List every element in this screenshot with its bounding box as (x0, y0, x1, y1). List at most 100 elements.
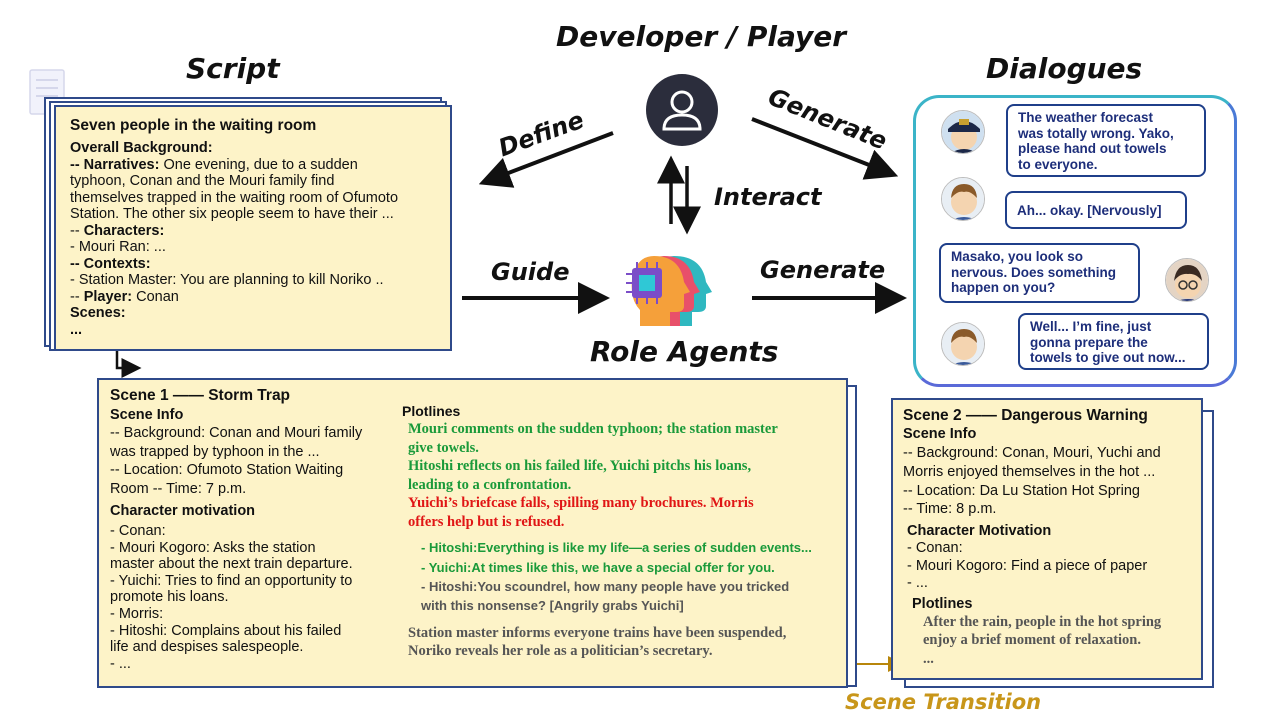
plotline-gray: Station master informs everyone trains h… (408, 624, 787, 641)
scene1-location: -- Location: Ofumoto Station Waiting (110, 462, 344, 478)
conan-avatar (1165, 258, 1209, 302)
bubble-text: gonna prepare the (1030, 334, 1148, 350)
scene2-time: -- Time: 8 p.m. (903, 501, 997, 518)
dialogue-line: - Hitoshi:You scoundrel, how many people… (421, 579, 790, 594)
bubble-text: Ah... okay. [Nervously] (1017, 203, 1162, 218)
plotline-red: offers help but is refused. (408, 513, 565, 530)
player-value: Conan (132, 288, 179, 305)
plotline-gray: enjoy a brief moment of relaxation. (923, 632, 1141, 649)
dialogues-heading: Dialogues (986, 52, 1143, 85)
define-arrow (478, 131, 614, 188)
scene1-background: -- Background: Conan and Mouri family (110, 425, 363, 441)
scene1-left-column: Scene 1 —— Storm Trap Scene Info -- Back… (110, 386, 400, 672)
characters-label: Characters: (83, 222, 165, 239)
narratives-text: themselves trapped in the waiting room o… (70, 189, 399, 206)
scene2-title: Scene 2 —— Dangerous Warning (903, 407, 1148, 424)
scenes-value: ... (70, 321, 83, 338)
character-entry: - Mouri Ran: ... (70, 239, 166, 255)
bubble-text: was totally wrong. Yako, (1018, 125, 1174, 141)
dialogue-bubble: The weather forecast was totally wrong. … (1006, 104, 1206, 177)
motivation-entry: - ... (110, 655, 131, 672)
scene1-background: was trapped by typhoon in the ... (110, 443, 320, 460)
narratives-text: One evening, due to a sudden (159, 156, 358, 173)
scene1-motivation-label: Character motivation (110, 503, 256, 519)
station-master-avatar (941, 110, 985, 154)
generate-mid-label: Generate (760, 256, 886, 284)
script-to-scene-arrow (115, 350, 142, 378)
scene2-location: -- Location: Da Lu Station Hot Spring (903, 482, 1140, 499)
developer-player-heading: Developer / Player (556, 20, 847, 53)
motivation-entry: master about the next train departure. (110, 556, 353, 573)
scene1-title: Scene 1 —— Storm Trap (110, 387, 291, 404)
dialogue-bubble: Ah... okay. [Nervously] (1005, 191, 1187, 229)
bubble-text: Masako, you look so (951, 249, 1084, 264)
scene1-card: Scene 1 —— Storm Trap Scene Info -- Back… (97, 378, 848, 688)
motivation-entry: promote his loans. (110, 589, 229, 606)
interact-label: Interact (714, 183, 822, 211)
scene1-info-label: Scene Info (110, 407, 184, 423)
plotline-green: leading to a confrontation. (408, 476, 572, 493)
motivation-entry: - Mouri Kogoro: Asks the station (110, 539, 316, 556)
plotline-red: Yuichi’s briefcase falls, spilling many … (408, 495, 754, 511)
motivation-entry: - Conan: (907, 540, 963, 557)
dialogue-bubble: Masako, you look so nervous. Does someth… (939, 243, 1140, 303)
bubble-text: please hand out towels (1018, 141, 1167, 156)
plotline-green: give towels. (408, 439, 479, 456)
context-entry: - Station Master: You are planning to ki… (70, 272, 384, 288)
contexts-label: -- Contexts: (70, 255, 151, 272)
bubble-text: to everyone. (1018, 156, 1098, 172)
motivation-entry: - Conan: (110, 523, 166, 539)
dialogue-line: with this nonsense? [Angrily grabs Yuich… (421, 597, 684, 613)
motivation-entry: - Hitoshi: Complains about his failed (110, 622, 342, 639)
plotline-green: Hitoshi reflects on his failed life, Yui… (408, 458, 752, 474)
plotline-gray: After the rain, people in the hot spring (923, 613, 1162, 630)
staff-avatar (941, 322, 985, 366)
bubble-text: The weather forecast (1018, 110, 1154, 125)
scene2-motivation-label: Character Motivation (907, 523, 1052, 540)
player-prefix: -- (70, 288, 84, 305)
motivation-entry: - Morris: (110, 605, 164, 622)
bubble-text: towels to give out now... (1030, 350, 1186, 365)
bubble-text: happen on you? (951, 280, 1056, 295)
dialogue-bubble: Well... I’m fine, just gonna prepare the… (1018, 313, 1209, 370)
plotline-green: Mouri comments on the sudden typhoon; th… (408, 421, 778, 437)
scene2-background: -- Background: Conan, Mouri, Yuchi and (903, 445, 1161, 461)
motivation-entry: life and despises salespeople. (110, 639, 304, 656)
overall-label: Overall Background: (70, 140, 213, 156)
plotline-gray: ... (923, 650, 934, 667)
user-icon (645, 73, 719, 147)
narratives-text: typhoon, Conan and the Mouri family find (70, 173, 335, 189)
plotline-gray: Noriko reveals her role as a politician’… (408, 643, 713, 659)
player-label: Player: (83, 288, 133, 305)
scene-transition-label: Scene Transition (845, 690, 1042, 714)
script-card: Seven people in the waiting room Overall… (54, 105, 452, 351)
guide-label: Guide (491, 258, 570, 286)
staff-avatar (941, 177, 985, 221)
dialogues-panel (913, 95, 1237, 387)
script-body: Overall Background: -- Narratives: One e… (70, 140, 450, 338)
narratives-label: -- Narratives: (70, 156, 160, 173)
characters-prefix: -- (70, 222, 84, 239)
scene2-background: Morris enjoyed themselves in the hot ... (903, 463, 1156, 480)
bubble-text: Well... I’m fine, just (1030, 319, 1152, 334)
scene2-card: Scene 2 —— Dangerous Warning Scene Info … (891, 398, 1203, 680)
dialogue-line: - Yuichi:At times like this, we have a s… (421, 559, 775, 575)
scene1-plotlines-label: Plotlines (402, 403, 461, 419)
motivation-entry: - ... (907, 575, 928, 592)
script-heading: Script (186, 52, 280, 85)
script-title: Seven people in the waiting room (70, 117, 317, 134)
scene1-plotlines: Plotlines Mouri comments on the sudden t… (402, 402, 842, 661)
dialogue-line: - Hitoshi:Everything is like my life—a s… (421, 540, 812, 555)
scene2-info-label: Scene Info (903, 426, 977, 442)
scenes-label: Scenes: (70, 305, 126, 321)
narratives-text: Station. The other six people seem to ha… (70, 206, 394, 222)
motivation-entry: - Mouri Kogoro: Find a piece of paper (907, 557, 1148, 574)
scene2-plotlines-label: Plotlines (912, 595, 973, 612)
role-agents-icon (622, 252, 728, 328)
scene1-location: Room -- Time: 7 p.m. (110, 480, 247, 497)
generate-top-arrow (751, 117, 899, 180)
motivation-entry: - Yuichi: Tries to find an opportunity t… (110, 572, 353, 589)
role-agents-heading: Role Agents (590, 335, 779, 368)
bubble-text: nervous. Does something (951, 264, 1117, 280)
